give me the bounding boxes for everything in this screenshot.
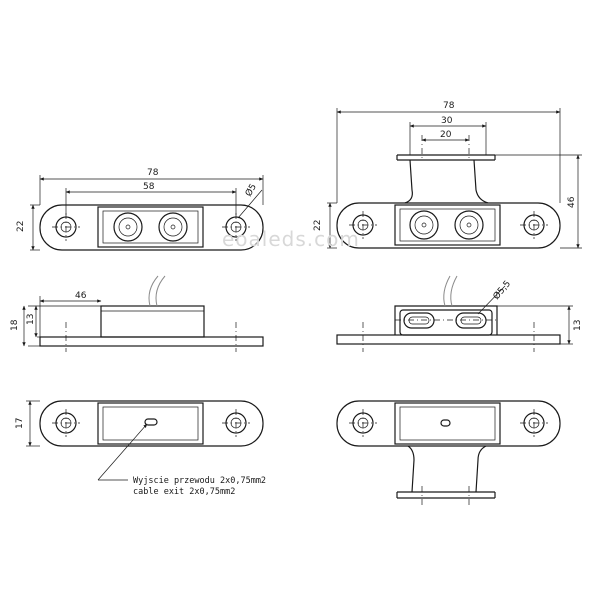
cable-exit-note-en: cable exit 2x0,75mm2 [133,487,235,497]
dim-30: 30 [441,116,453,126]
side-view-left: 18 13 46 [10,275,264,352]
dim-17: 17 [15,418,25,429]
dim-46: 46 [567,196,577,208]
side-view-right: Ø5,5 13 [336,275,583,352]
back-view-left: 17 Wyjscie przewodu 2x0,75mm2 cable exit… [15,400,266,497]
dim-hole-5-5: Ø5,5 [491,278,513,301]
dim-20: 20 [440,130,452,140]
dim-22-right: 22 [313,220,323,231]
dim-78-right: 78 [443,101,455,111]
dim-18: 18 [10,319,20,331]
dim-46-side: 46 [75,291,87,301]
cable-exit-note-pl: Wyjscie przewodu 2x0,75mm2 [133,476,266,486]
dim-22-left: 22 [16,221,26,232]
back-view-right [336,400,561,505]
dim-13-left: 13 [26,314,36,325]
front-view-right: 78 30 20 22 46 [313,101,582,249]
dim-13-right: 13 [573,320,583,331]
watermark: eoaleds.com [222,227,360,251]
dim-58: 58 [143,182,155,192]
front-view-left: 78 58 22 Ø5 [16,168,264,251]
dim-78-left: 78 [147,168,159,178]
